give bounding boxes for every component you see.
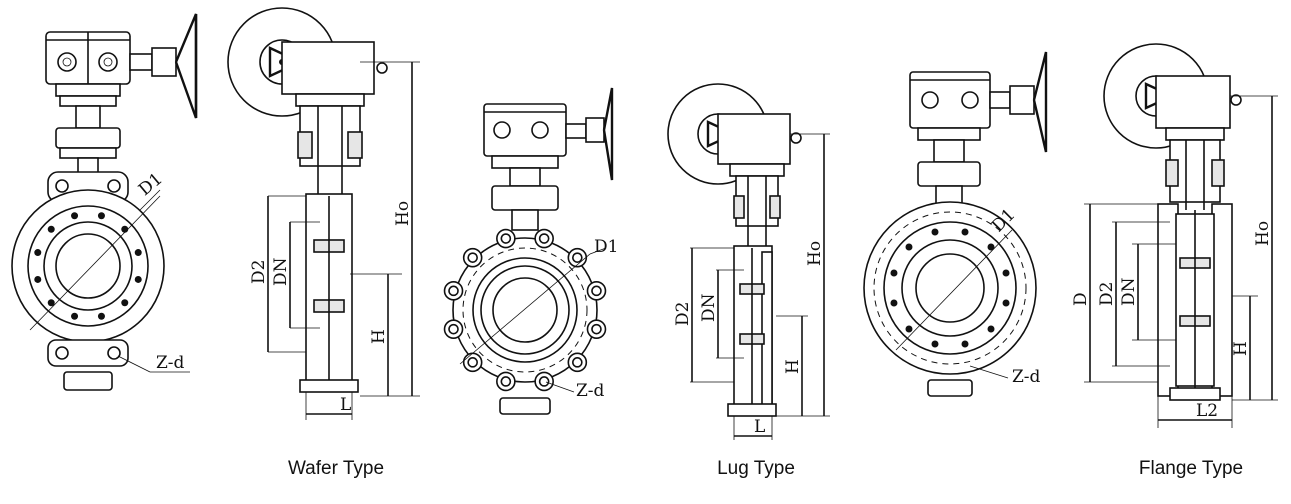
bolt-hole bbox=[47, 299, 55, 307]
flange-side-view: D D2 DN Ho H L2 bbox=[1071, 43, 1278, 428]
flange-dn-label: DN bbox=[1119, 277, 1139, 306]
bolt-hole bbox=[97, 212, 105, 220]
lug-d2-label: D2 bbox=[673, 302, 693, 326]
wafer-front-view: D1 Z-d bbox=[11, 13, 198, 391]
wafer-dn-label: DN bbox=[271, 257, 291, 286]
bolt-hole bbox=[71, 312, 79, 320]
wafer-l-label: L bbox=[340, 395, 351, 415]
bolt-hole bbox=[961, 340, 969, 348]
bolt-hole bbox=[890, 299, 898, 307]
flange-ho-label: Ho bbox=[1253, 221, 1273, 246]
lug-front-view: D1 Z-d bbox=[443, 87, 618, 415]
bolt-hole bbox=[448, 285, 459, 297]
flange-h-label: H bbox=[1231, 341, 1251, 356]
bolt-hole bbox=[97, 312, 105, 320]
bolt-hole bbox=[500, 376, 512, 387]
bolt-hole bbox=[572, 357, 583, 368]
lug-dn-label: DN bbox=[699, 293, 719, 322]
lug-l-label: L bbox=[754, 417, 765, 437]
bolt-hole bbox=[34, 249, 42, 257]
bolt-hole bbox=[931, 228, 939, 236]
bolt-hole bbox=[572, 252, 583, 263]
bolt-hole bbox=[538, 233, 550, 244]
bolt-hole bbox=[987, 243, 995, 251]
bolt-hole bbox=[134, 249, 142, 257]
lug-h-label: H bbox=[783, 359, 803, 374]
bolt-hole bbox=[71, 212, 79, 220]
bolt-hole bbox=[905, 243, 913, 251]
flange-zd-label: Z-d bbox=[1012, 367, 1041, 387]
bolt-hole bbox=[931, 340, 939, 348]
wafer-type-caption: Wafer Type bbox=[287, 458, 385, 479]
wafer-h-label: H bbox=[369, 329, 389, 344]
bolt-hole bbox=[591, 323, 602, 335]
bolt-hole bbox=[467, 252, 478, 263]
lug-zd-label: Z-d bbox=[576, 381, 605, 401]
bolt-hole bbox=[448, 323, 459, 335]
lug-type-caption: Lug Type bbox=[717, 458, 795, 479]
bolt-hole bbox=[591, 285, 602, 297]
bolt-hole bbox=[500, 233, 512, 244]
bolt-hole bbox=[987, 325, 995, 333]
bolt-hole bbox=[890, 269, 898, 277]
lug-side-view: D2 DN Ho H L bbox=[667, 83, 830, 440]
bolt-hole bbox=[121, 299, 129, 307]
bolt-hole bbox=[1002, 299, 1010, 307]
wafer-d2-label: D2 bbox=[249, 260, 269, 284]
flange-l2-label: L2 bbox=[1196, 401, 1218, 421]
wafer-zd-label: Z-d bbox=[156, 353, 185, 373]
bolt-hole bbox=[538, 376, 550, 387]
bolt-hole bbox=[134, 275, 142, 283]
wafer-ho-label: Ho bbox=[393, 201, 413, 226]
bolt-hole bbox=[1002, 269, 1010, 277]
flange-front-view: D1 Z-d bbox=[863, 51, 1048, 397]
bolt-hole bbox=[467, 357, 478, 368]
flange-type-caption: Flange Type bbox=[1138, 458, 1244, 479]
bolt-hole bbox=[47, 225, 55, 233]
lug-ho-label: Ho bbox=[805, 241, 825, 266]
flange-d-label: D bbox=[1071, 292, 1091, 306]
bolt-hole bbox=[34, 275, 42, 283]
bolt-hole bbox=[961, 228, 969, 236]
wafer-d1-label: D1 bbox=[135, 169, 167, 200]
bolt-hole bbox=[905, 325, 913, 333]
wafer-side-view: D2 DN Ho H L bbox=[227, 7, 420, 420]
flange-d2-label: D2 bbox=[1097, 282, 1117, 306]
lug-d1-label: D1 bbox=[594, 237, 618, 257]
